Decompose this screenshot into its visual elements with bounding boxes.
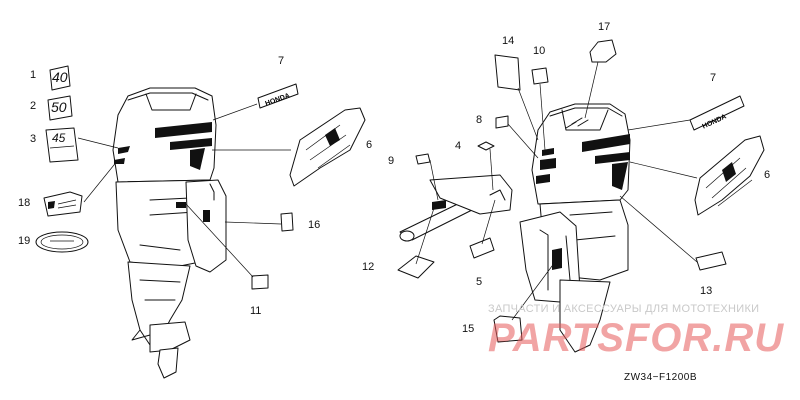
emblem-40 [49,65,71,91]
callout-6-right: 6 [764,169,771,181]
callout-11: 11 [250,305,262,317]
callout-4: 4 [455,140,462,152]
callout-9: 9 [388,155,395,167]
emblem-40-text: 40 [52,69,68,85]
decal-19 [35,231,89,253]
callout-5: 5 [476,276,483,288]
right-outboard-engine [399,103,631,353]
decal-6-left [289,107,366,187]
callout-15: 15 [462,323,475,335]
decal-8 [495,115,509,129]
decal-14 [494,54,521,91]
decal-7-left: HONDA [257,83,299,109]
watermark-logo: PARTSFOR.RU [488,316,785,360]
diagram-code: ZW34−F1200B [624,372,698,383]
callout-12: 12 [362,261,375,273]
decal-10 [531,67,549,85]
decal-6-right [694,135,765,216]
decal-5 [469,237,495,259]
decal-13 [695,251,727,271]
decal-12 [397,255,435,279]
left-outboard-engine [112,87,227,379]
decal-18 [43,191,83,217]
decal-7-right: HONDA [689,95,745,131]
decal-11 [251,274,269,290]
watermark-tagline: ЗАПЧАСТИ И АКСЕССУАРЫ ДЛЯ МОТОТЕХНИКИ [488,303,760,315]
left-leader-lines [77,103,291,278]
callout-3: 3 [30,133,37,145]
callout-14: 14 [502,35,515,47]
emblem-50-text: 50 [51,99,67,115]
decal-16 [280,212,294,232]
callout-10: 10 [533,45,546,57]
emblem-45 [45,127,79,163]
callout-7-left: 7 [278,55,285,67]
callout-16: 16 [308,219,321,231]
decal-17 [589,39,617,63]
emblem-45-text: 45 [52,131,66,145]
callout-6-left: 6 [366,139,373,151]
right-leader-lines [415,61,698,321]
callout-2: 2 [30,100,37,112]
decal-15 [493,315,523,343]
decal-4 [477,141,495,151]
callout-17: 17 [598,21,611,33]
callout-13: 13 [700,285,713,297]
callout-8: 8 [476,114,483,126]
callout-19: 19 [18,235,31,247]
decal-9 [415,153,431,165]
emblem-50 [47,95,73,121]
callout-18: 18 [18,197,31,209]
callout-1: 1 [30,69,37,81]
callout-7-right: 7 [710,72,717,84]
